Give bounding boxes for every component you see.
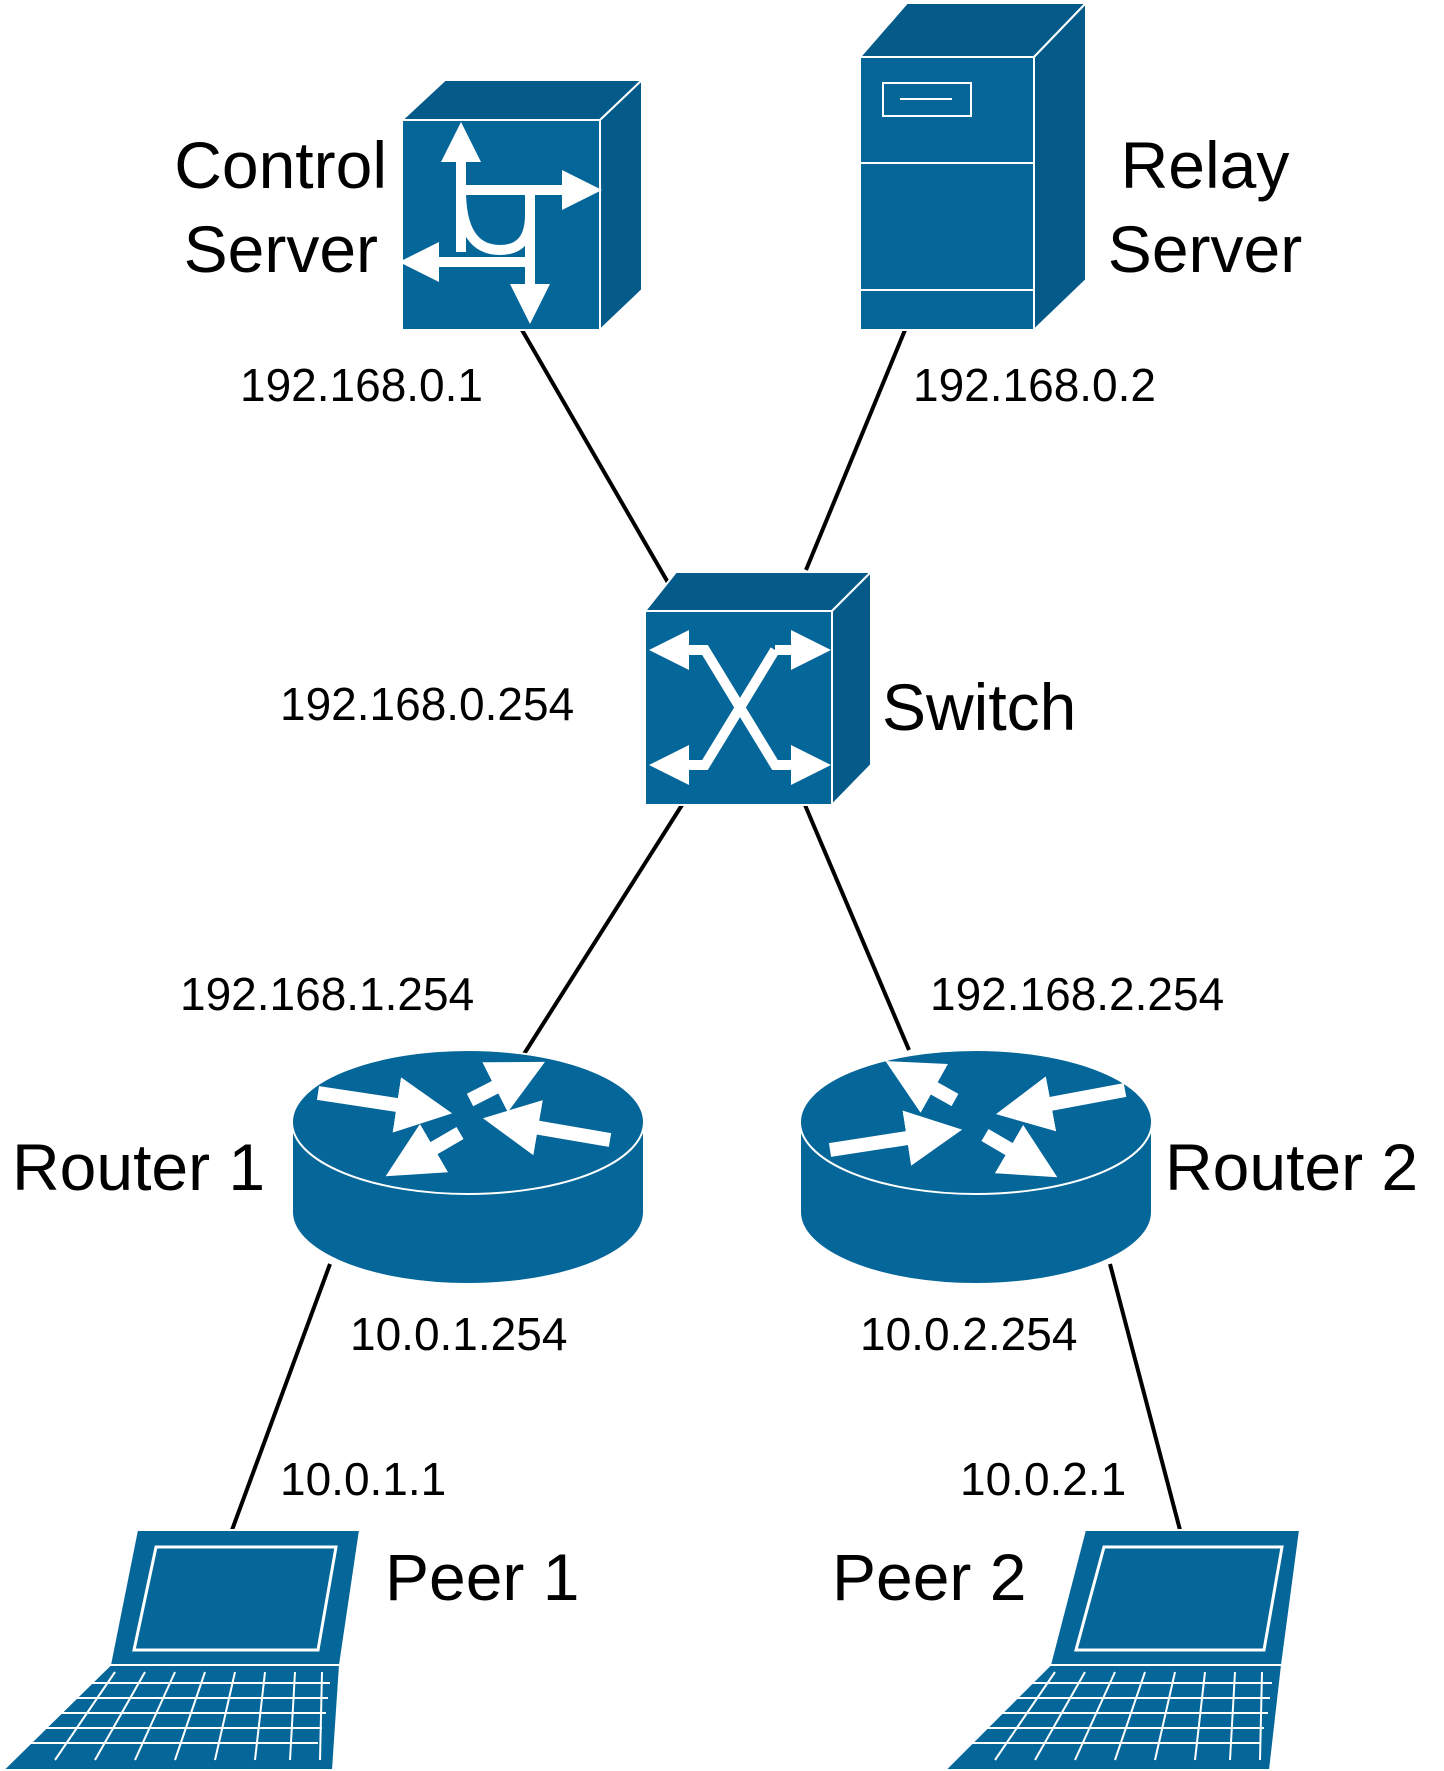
- peer1-ip: 10.0.1.1: [280, 1453, 446, 1505]
- router2-ip-down: 10.0.2.254: [860, 1308, 1077, 1360]
- switch-node[interactable]: Switch 192.168.0.254: [280, 569, 1076, 808]
- links: [230, 328, 1182, 1531]
- switch-icon: [642, 569, 874, 808]
- control-server-node[interactable]: Control Server 192.168.0.1: [174, 77, 645, 411]
- router1-node[interactable]: Router 1 192.168.1.254 10.0.1.254: [12, 968, 645, 1360]
- router2-node[interactable]: Router 2 192.168.2.254 10.0.2.254: [799, 968, 1418, 1360]
- router1-label: Router 1: [12, 1130, 265, 1204]
- router1-ip-up: 192.168.1.254: [180, 968, 474, 1020]
- peer2-ip: 10.0.2.1: [960, 1453, 1126, 1505]
- peer2-label: Peer 2: [832, 1540, 1026, 1614]
- link-switch-router1: [522, 803, 684, 1056]
- router1-ip-down: 10.0.1.254: [350, 1308, 567, 1360]
- laptop-icon: [942, 1529, 1302, 1771]
- link-relay-server-switch: [804, 329, 907, 571]
- link-router1-peer1: [230, 1263, 332, 1531]
- laptop-icon: [0, 1529, 362, 1771]
- relay-server-ip: 192.168.0.2: [913, 359, 1156, 411]
- switch-label: Switch: [882, 670, 1076, 744]
- router2-ip-up: 192.168.2.254: [930, 968, 1224, 1020]
- peer1-node[interactable]: Peer 1 10.0.1.1: [0, 1453, 579, 1771]
- control-server-ip: 192.168.0.1: [240, 359, 483, 411]
- switch-ip: 192.168.0.254: [280, 678, 574, 730]
- relay-server-label-line2: Server: [1108, 212, 1302, 286]
- relay-server-label-line1: Relay: [1121, 128, 1290, 202]
- router2-label: Router 2: [1165, 1130, 1418, 1204]
- control-server-label-line2: Server: [184, 212, 378, 286]
- router-icon: [291, 1049, 645, 1285]
- content-router-icon: [399, 77, 645, 333]
- peer1-label: Peer 1: [385, 1540, 579, 1614]
- peer2-node[interactable]: Peer 2 10.0.2.1: [832, 1453, 1302, 1771]
- relay-server-node[interactable]: Relay Server 192.168.0.2: [857, 0, 1302, 411]
- link-switch-router2: [803, 804, 911, 1051]
- link-router2-peer2: [1108, 1263, 1182, 1531]
- router-icon: [799, 1049, 1153, 1285]
- server-tower-icon: [857, 0, 1089, 333]
- link-control-server-switch: [520, 328, 672, 588]
- control-server-label-line1: Control: [174, 128, 387, 202]
